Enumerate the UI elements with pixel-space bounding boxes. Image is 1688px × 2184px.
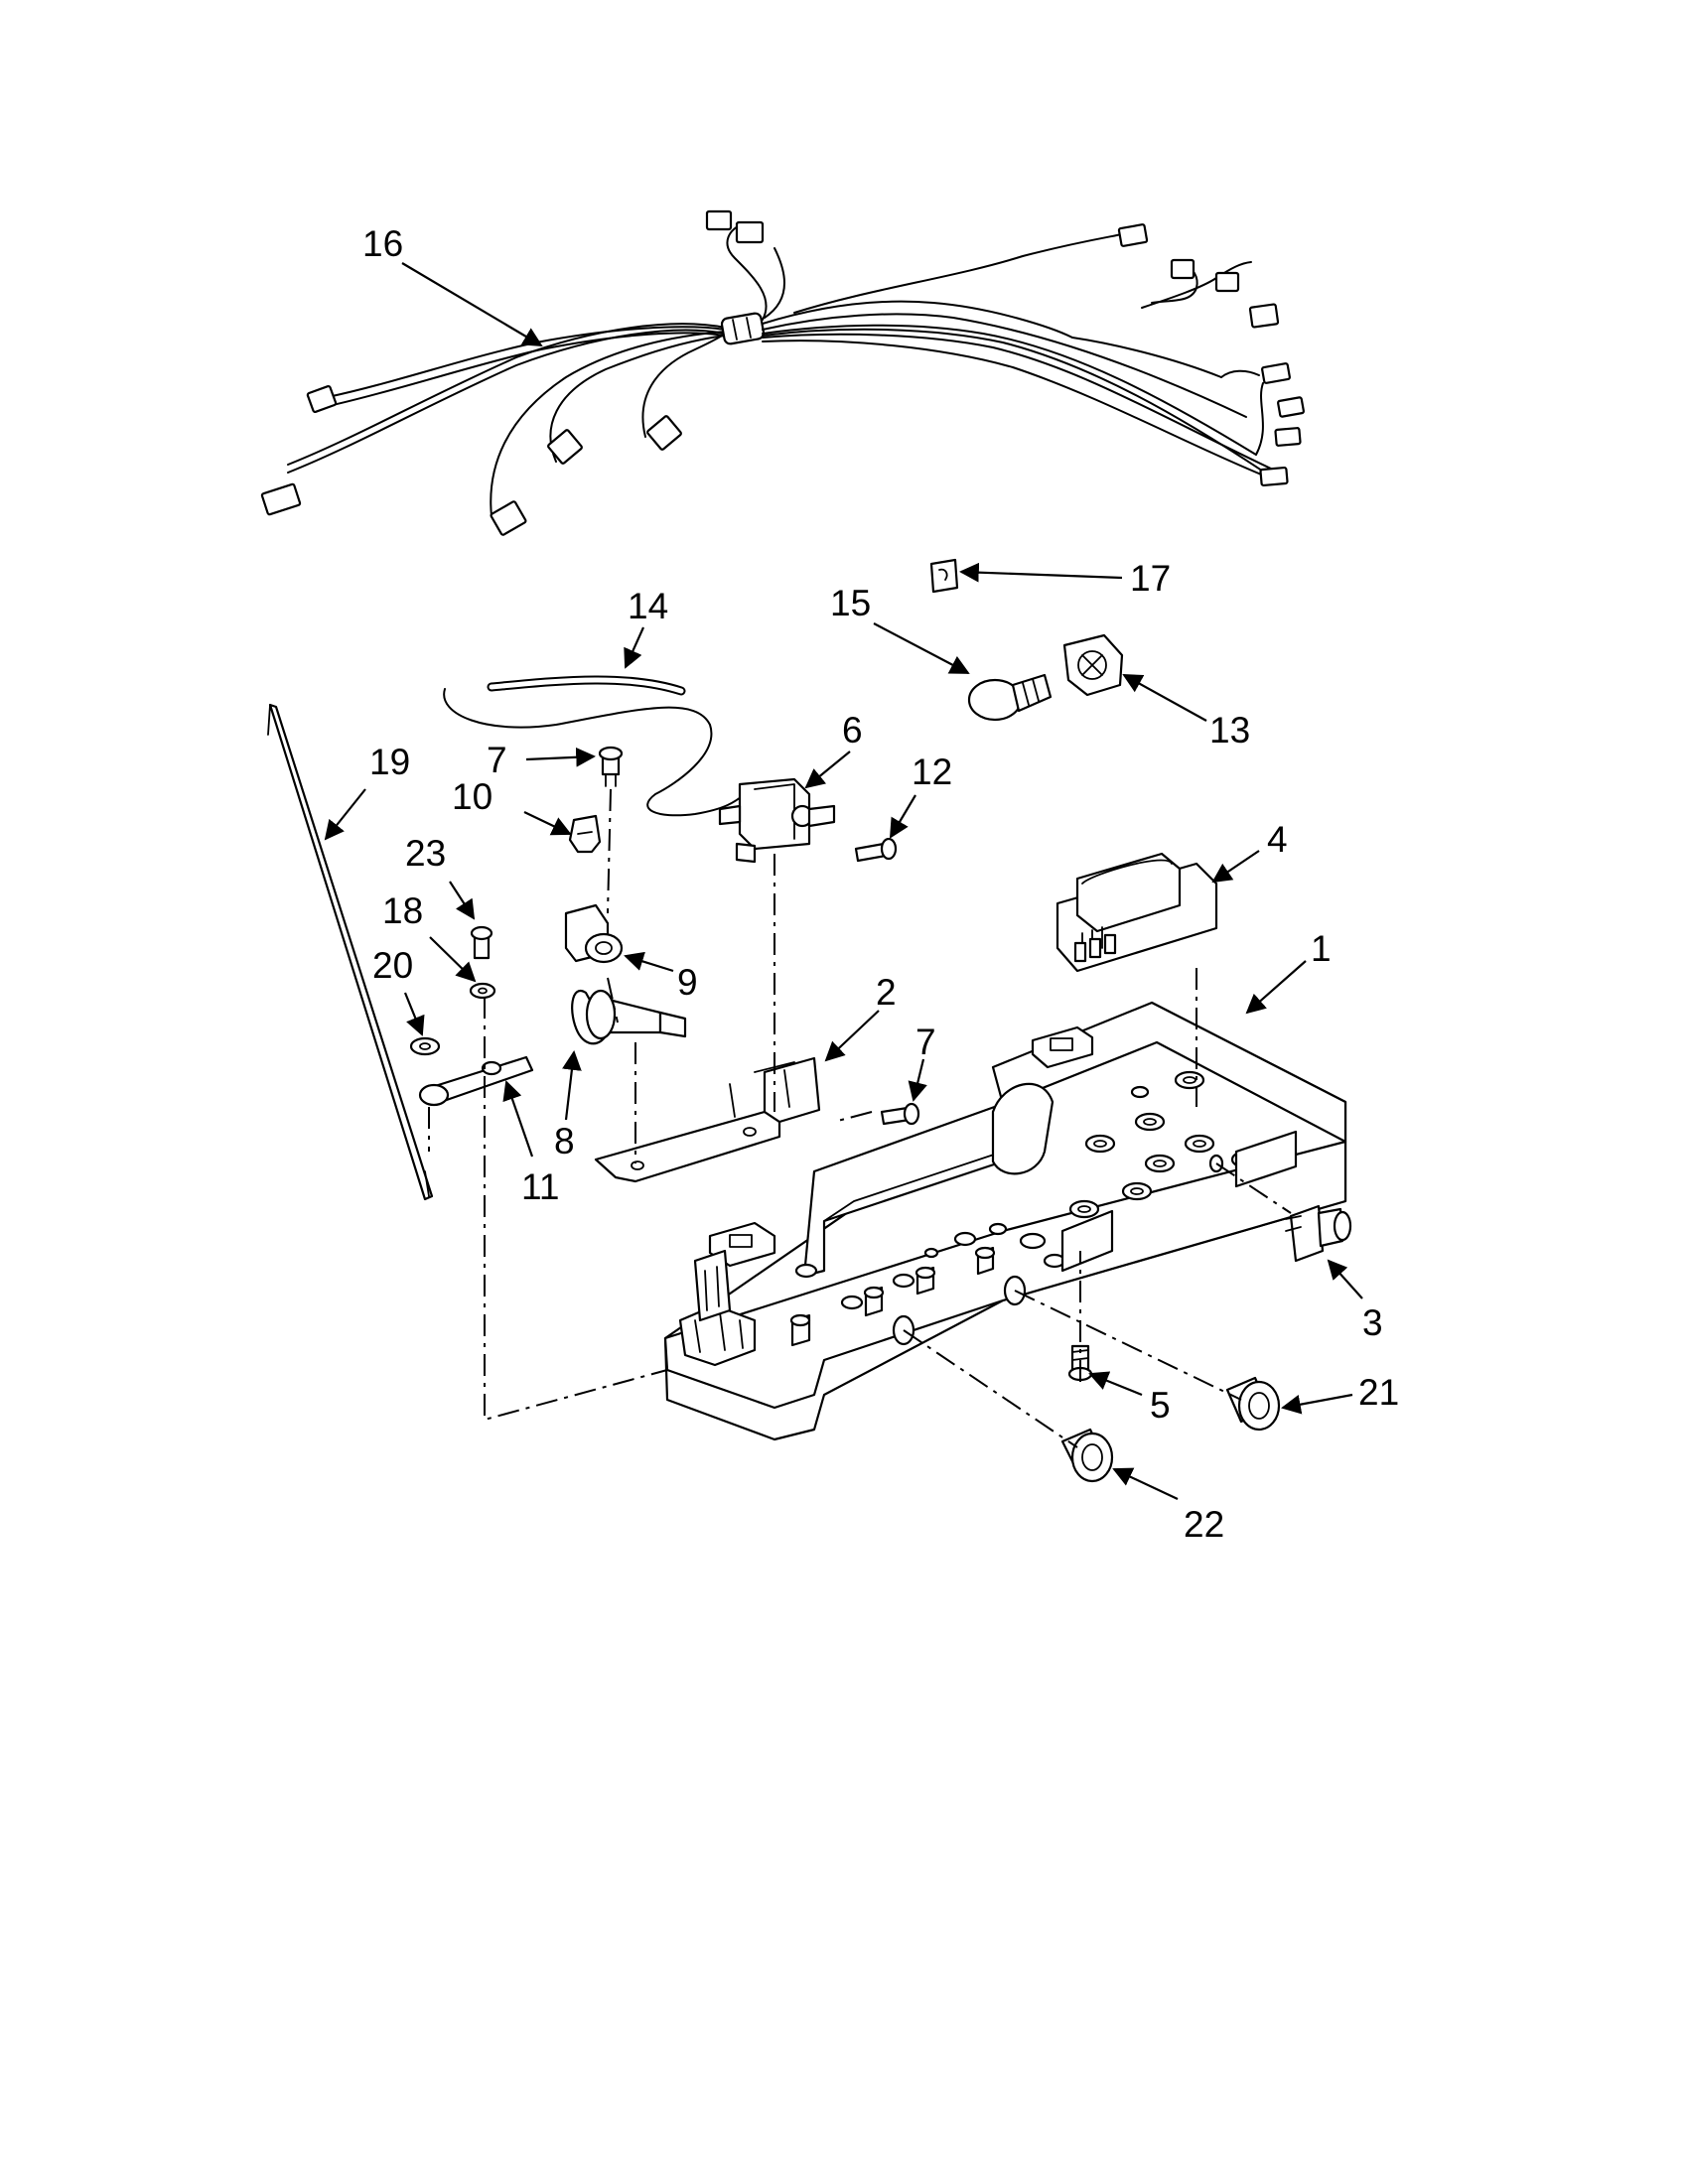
cold-control — [718, 777, 836, 864]
callout-18: 18 — [382, 890, 423, 931]
screw — [470, 925, 493, 960]
callout-1: 1 — [1311, 928, 1332, 969]
callout-5: 5 — [1150, 1385, 1171, 1426]
harness-connector — [260, 209, 1305, 536]
bushing — [1060, 1428, 1114, 1483]
callout-17: 17 — [1130, 558, 1171, 599]
door-switch — [1285, 1204, 1352, 1263]
callout-6: 6 — [842, 710, 863, 751]
callout-3: 3 — [1362, 1302, 1383, 1343]
electronic-module — [1055, 852, 1218, 973]
callout-9: 9 — [677, 962, 698, 1003]
bushing — [1225, 1376, 1281, 1432]
callout-19: 19 — [369, 742, 410, 782]
lamp-clip — [929, 558, 959, 594]
callout-15: 15 — [830, 583, 871, 623]
screw — [854, 837, 898, 863]
lever — [418, 1055, 534, 1107]
washer — [469, 982, 496, 1000]
assembly-guide-lines — [428, 788, 1292, 1448]
callout-16: 16 — [362, 223, 403, 264]
washer — [409, 1036, 441, 1056]
lamp-socket — [1062, 633, 1124, 697]
leader-lines — [324, 262, 1363, 1500]
callout-11: 11 — [521, 1166, 559, 1207]
wire-harness — [260, 209, 1305, 536]
callout-21: 21 — [1358, 1372, 1399, 1413]
callout-14: 14 — [628, 586, 668, 626]
bracket — [564, 903, 624, 964]
callout-7-mid: 7 — [915, 1022, 936, 1062]
callout-20: 20 — [372, 945, 413, 986]
callout-2: 2 — [876, 972, 897, 1013]
callout-7-top: 7 — [487, 740, 507, 780]
light-bulb — [967, 673, 1053, 722]
control-capillary — [443, 688, 746, 817]
clip — [568, 814, 602, 854]
callout-12: 12 — [912, 751, 952, 792]
callout-13: 13 — [1209, 710, 1250, 751]
capillary-tube — [487, 675, 686, 696]
callout-10: 10 — [452, 776, 492, 817]
callout-labels: 16 14 17 15 13 19 7 6 12 10 23 4 18 20 9… — [362, 223, 1399, 1545]
control-housing — [663, 1001, 1347, 1441]
callout-22: 22 — [1184, 1504, 1224, 1545]
callout-4: 4 — [1267, 819, 1288, 860]
control-shaft — [571, 989, 687, 1045]
callout-23: 23 — [405, 833, 446, 874]
mounting-bracket — [594, 1056, 821, 1183]
callout-8: 8 — [554, 1121, 575, 1161]
screw — [598, 746, 624, 787]
screw — [880, 1102, 920, 1126]
rod — [267, 703, 434, 1201]
